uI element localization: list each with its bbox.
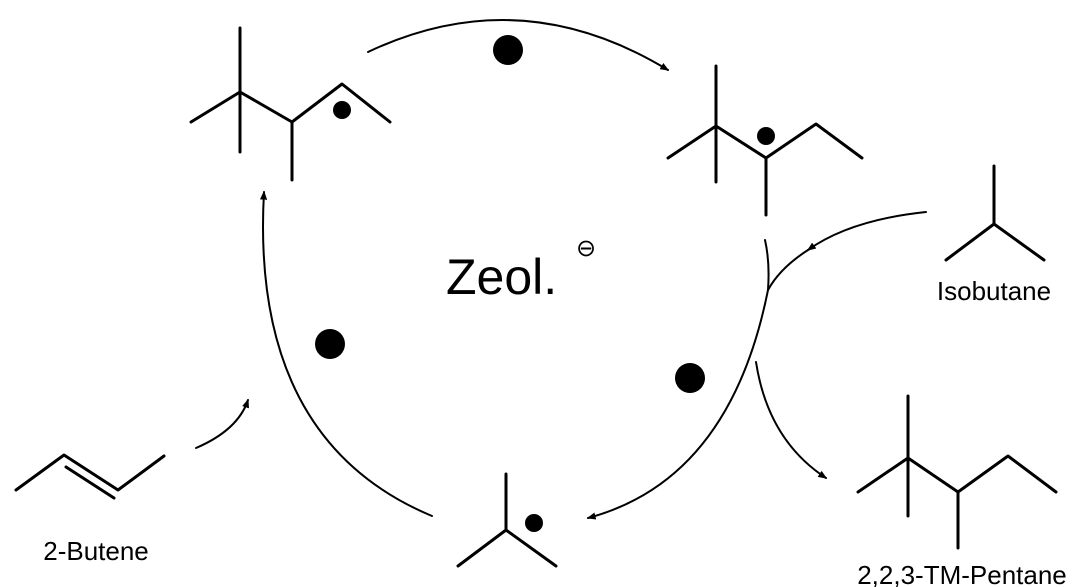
molecule-top-right-cation: + xyxy=(666,64,864,217)
label-2-butene: 2-Butene xyxy=(43,536,149,566)
arc-step-iii xyxy=(367,19,670,71)
arc-butene-in xyxy=(195,398,249,449)
step-ii-circle-icon xyxy=(315,329,345,359)
plus-charge-icon xyxy=(333,101,351,119)
arc-step-v xyxy=(586,289,769,520)
arc-left xyxy=(259,190,433,517)
step-iii-label: III xyxy=(500,41,516,62)
label-isobutane: Isobutane xyxy=(937,276,1051,306)
molecule-top-left-cation: + xyxy=(189,26,392,182)
step-ii-label: II xyxy=(325,335,336,356)
zeolite-label: Zeol. xyxy=(446,249,557,305)
plus-charge-sign: + xyxy=(761,129,770,146)
arc-isobutane-join xyxy=(767,249,809,291)
step-v-label: V xyxy=(684,369,697,390)
step-marker-v: V xyxy=(675,363,705,393)
molecule-2-butene xyxy=(14,453,166,500)
zeolite-negative-charge: ⊖ xyxy=(576,235,596,262)
arc-isobutane-in xyxy=(806,211,927,251)
step-iii-circle-icon xyxy=(493,35,523,65)
plus-charge-icon xyxy=(757,127,775,145)
step-v-circle-icon xyxy=(675,363,705,393)
plus-charge-icon xyxy=(525,514,543,532)
step-marker-ii: II xyxy=(315,329,345,359)
molecule-isobutane xyxy=(944,164,1046,262)
arc-right-top xyxy=(764,239,770,291)
plus-charge-sign: + xyxy=(337,103,346,120)
molecule-tert-butyl-cation: + xyxy=(456,472,558,568)
molecule-223-tm-pentane xyxy=(856,394,1058,550)
label-223-tm-pentane: 2,2,3-TM-Pentane xyxy=(857,560,1067,587)
plus-charge-sign: + xyxy=(529,516,538,533)
step-marker-iii: III xyxy=(493,35,523,65)
arc-product-out xyxy=(755,361,828,479)
